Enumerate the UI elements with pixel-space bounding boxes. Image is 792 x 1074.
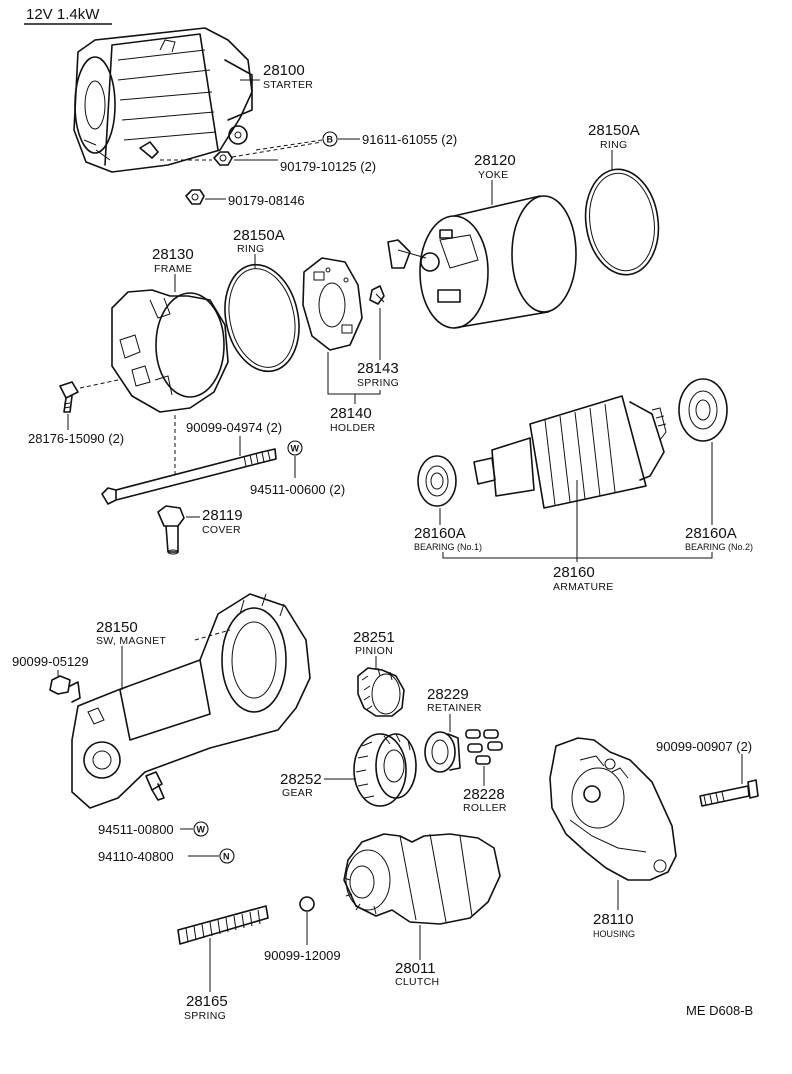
bearing-28160a-no2-drawing xyxy=(678,378,728,442)
washer-94511-00600-symbol: W xyxy=(287,440,303,456)
bearing-28160a-no1-drawing xyxy=(417,455,457,507)
frame-28130-drawing xyxy=(111,289,229,413)
part-28143-name: SPRING xyxy=(357,377,399,389)
spring-28143-drawing xyxy=(369,285,385,305)
svg-text:B: B xyxy=(327,135,334,145)
part-28229-number: 28229 xyxy=(427,686,469,703)
washer-94511-00800-symbol: W xyxy=(193,821,209,837)
part-28011-number: 28011 xyxy=(395,960,436,977)
holder-28140-drawing xyxy=(302,257,363,351)
dashed-28176 xyxy=(79,379,119,389)
starter-drawing xyxy=(73,27,253,173)
part-28143-number: 28143 xyxy=(357,360,399,377)
part-28252-number: 28252 xyxy=(280,771,322,788)
part-94110-40800-number: 94110-40800 xyxy=(98,849,174,864)
through-bolt-drawing xyxy=(101,448,277,505)
retainer-28229-drawing xyxy=(424,731,461,773)
armature-28160-drawing xyxy=(473,395,667,509)
part-28228-name: ROLLER xyxy=(463,802,507,814)
part-90099-04974-number: 90099-04974 (2) xyxy=(186,420,282,435)
part-28228-number: 28228 xyxy=(463,786,505,803)
part-90179-08146-number: 90179-08146 xyxy=(228,193,305,208)
diagram-code: ME D608-B xyxy=(686,1003,753,1018)
part-90099-12009-number: 90099-12009 xyxy=(264,948,341,963)
svg-text:W: W xyxy=(197,825,206,835)
cover-28119-drawing xyxy=(157,505,185,555)
part-28011-name: CLUTCH xyxy=(395,976,439,988)
part-28252-name: GEAR xyxy=(282,787,313,799)
part-90099-05129-number: 90099-05129 xyxy=(12,654,89,669)
part-90099-00907-number: 90099-00907 (2) xyxy=(656,739,752,754)
gear-28252-drawing xyxy=(353,733,417,807)
part-28150a-left-number: 28150A xyxy=(233,227,285,244)
part-28119-name: COVER xyxy=(202,524,241,536)
bracket-28160 xyxy=(442,552,713,559)
part-28251-number: 28251 xyxy=(353,629,395,646)
part-28140-number: 28140 xyxy=(330,405,372,422)
yoke-28120-drawing xyxy=(387,195,577,329)
nut-94110-40800-symbol: N xyxy=(219,848,235,864)
part-28119-number: 28119 xyxy=(202,507,243,524)
part-28165-name: SPRING xyxy=(184,1010,226,1022)
part-28160-number: 28160 xyxy=(553,564,595,581)
nut-90179-08146-drawing xyxy=(185,189,205,205)
dashed-90179a-b xyxy=(231,141,323,158)
nut-90179-10125-drawing xyxy=(213,151,233,166)
part-28110-number: 28110 xyxy=(593,911,634,928)
part-28100-name: STARTER xyxy=(263,79,313,91)
roller-28228-drawing xyxy=(465,729,503,765)
part-28165-number: 28165 xyxy=(186,993,228,1010)
part-90179-10125-number: 90179-10125 (2) xyxy=(280,159,376,174)
part-91611-number: 91611-61055 (2) xyxy=(362,132,457,147)
pinion-28251-drawing xyxy=(357,667,405,717)
ring-28150a-right-drawing xyxy=(584,168,660,276)
part-28150-number: 28150 xyxy=(96,619,138,636)
part-28229-name: RETAINER xyxy=(427,702,482,714)
part-28150-name: SW, MAGNET xyxy=(96,635,166,647)
part-28100-number: 28100 xyxy=(263,62,305,79)
screw-28176-drawing xyxy=(59,381,79,413)
ring-28150a-left-inner xyxy=(228,268,296,368)
part-28130-number: 28130 xyxy=(152,246,194,263)
svg-text:N: N xyxy=(223,852,230,862)
header-title: 12V 1.4kW xyxy=(26,6,100,23)
clutch-28011-drawing xyxy=(343,833,501,925)
part-94511-00800-number: 94511-00800 xyxy=(98,822,174,837)
part-28140-name: HOLDER xyxy=(330,422,376,434)
dashed-91611 xyxy=(255,139,323,151)
ring-28150a-left-drawing xyxy=(224,263,300,373)
spring-28165-drawing xyxy=(177,905,269,945)
bolt-90099-00907-drawing xyxy=(699,779,759,807)
magnet-switch-28150-drawing xyxy=(71,593,311,809)
part-28160a-no2-number: 28160A xyxy=(685,525,737,542)
svg-text:W: W xyxy=(291,444,300,454)
nut-90099-05129-drawing xyxy=(49,675,81,703)
part-28160a-no1-name: BEARING (No.1) xyxy=(414,542,482,552)
part-94511-00600-number: 94511-00600 (2) xyxy=(250,482,345,497)
part-28130-name: FRAME xyxy=(154,263,192,275)
part-28110-name: HOUSING xyxy=(593,929,635,939)
ball-90099-12009-drawing xyxy=(299,896,315,912)
part-28150a-right-name: RING xyxy=(600,139,627,151)
part-28120-name: YOKE xyxy=(478,169,508,181)
bolt-91611-drawing: B xyxy=(322,131,338,147)
part-28176-number: 28176-15090 (2) xyxy=(28,431,124,446)
part-28150a-right-number: 28150A xyxy=(588,122,640,139)
part-28150a-left-name: RING xyxy=(237,243,264,255)
part-28251-name: PINION xyxy=(355,645,393,657)
part-28120-number: 28120 xyxy=(474,152,516,169)
housing-28110-drawing xyxy=(549,737,677,881)
leader-28140 xyxy=(327,352,381,395)
part-28160a-no2-name: BEARING (No.2) xyxy=(685,542,753,552)
part-28160-name: ARMATURE xyxy=(553,581,614,593)
ring-28150a-right-inner xyxy=(589,172,655,272)
part-28160a-no1-number: 28160A xyxy=(414,525,466,542)
